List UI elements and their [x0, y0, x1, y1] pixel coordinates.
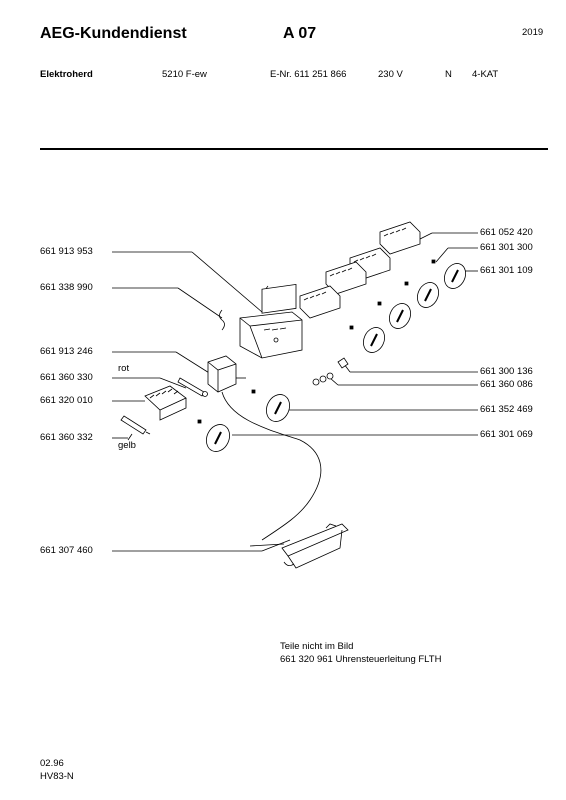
footer-code: HV83-N	[40, 771, 74, 782]
part-number-right: 661 301 300	[480, 242, 533, 253]
product-name: Elektroherd	[40, 69, 93, 80]
part-number-left: 661 913 246	[40, 346, 93, 357]
note-extra-part: 661 320 961 Uhrensteuerleitung FLTH	[280, 654, 442, 665]
part-number-left: 661 913 953	[40, 246, 93, 257]
part-number-right: 661 352 469	[480, 404, 533, 415]
part-number-right: 661 301 109	[480, 265, 533, 276]
part-number-right: 661 301 069	[480, 429, 533, 440]
part-number-left: 661 307 460	[40, 545, 93, 556]
e-number: E-Nr. 611 251 866	[270, 69, 347, 80]
part-number-left: 661 360 330	[40, 372, 93, 383]
part-number-right: 661 052 420	[480, 227, 533, 238]
label-gelb: gelb	[118, 440, 136, 451]
label-rot: rot	[118, 363, 130, 374]
header-rule	[40, 148, 548, 150]
part-number-left: 661 338 990	[40, 282, 93, 293]
brand-title: AEG-Kundendienst	[40, 25, 187, 42]
n-marker: N	[445, 69, 452, 80]
part-number-left: 661 320 010	[40, 395, 93, 406]
part-number-right: 661 300 136	[480, 366, 533, 377]
voltage: 230 V	[378, 69, 403, 80]
note-not-shown: Teile nicht im Bild	[280, 641, 354, 652]
footer-date: 02.96	[40, 758, 64, 769]
year: 2019	[522, 27, 544, 38]
section-code: A 07	[283, 25, 317, 42]
part-number-right: 661 360 086	[480, 379, 533, 390]
model-number: 5210 F-ew	[162, 69, 207, 80]
part-number-left: 661 360 332	[40, 432, 93, 443]
category: 4-KAT	[472, 69, 499, 80]
